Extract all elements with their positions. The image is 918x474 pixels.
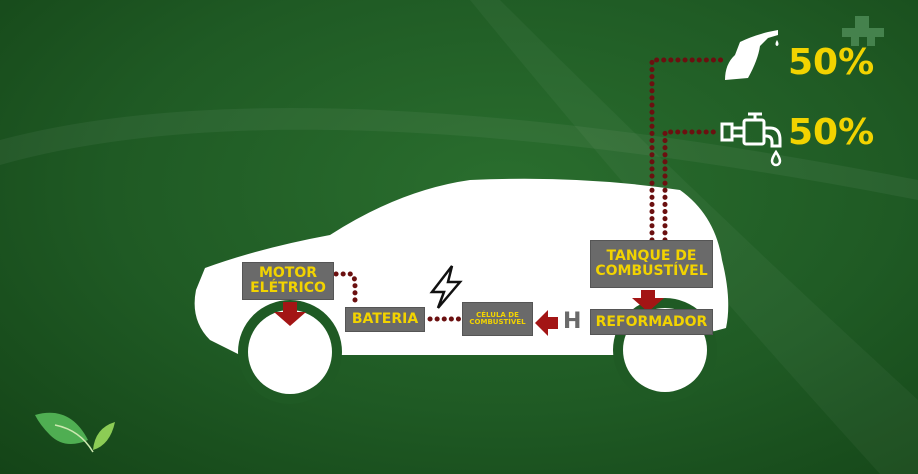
connection-lines	[333, 57, 725, 322]
water-tap-icon	[720, 112, 782, 167]
fuel-percent: 50%	[788, 42, 875, 83]
hydrogen-label: H	[563, 309, 582, 334]
lightning-icon	[429, 265, 463, 309]
arrow-down-tank	[632, 290, 664, 312]
arrow-left-hydrogen	[535, 310, 558, 336]
channel-logo	[842, 16, 884, 46]
reformador-box: REFORMADOR	[590, 309, 713, 335]
fuel-pump-icon	[725, 30, 779, 80]
front-wheel	[248, 310, 332, 394]
water-percent: 50%	[788, 112, 875, 153]
motor-eletrico-box: MOTOR ELÉTRICO	[242, 262, 334, 300]
leaf-logo	[35, 412, 115, 453]
arrow-down-motor	[274, 302, 306, 326]
bateria-box: BATERIA	[345, 307, 425, 332]
celula-combustivel-box: CÉLULA DE COMBUSTÍVEL	[462, 302, 533, 336]
bg-swoosh	[0, 108, 918, 200]
tanque-combustivel-box: TANQUE DE COMBUSTÍVEL	[590, 240, 713, 288]
